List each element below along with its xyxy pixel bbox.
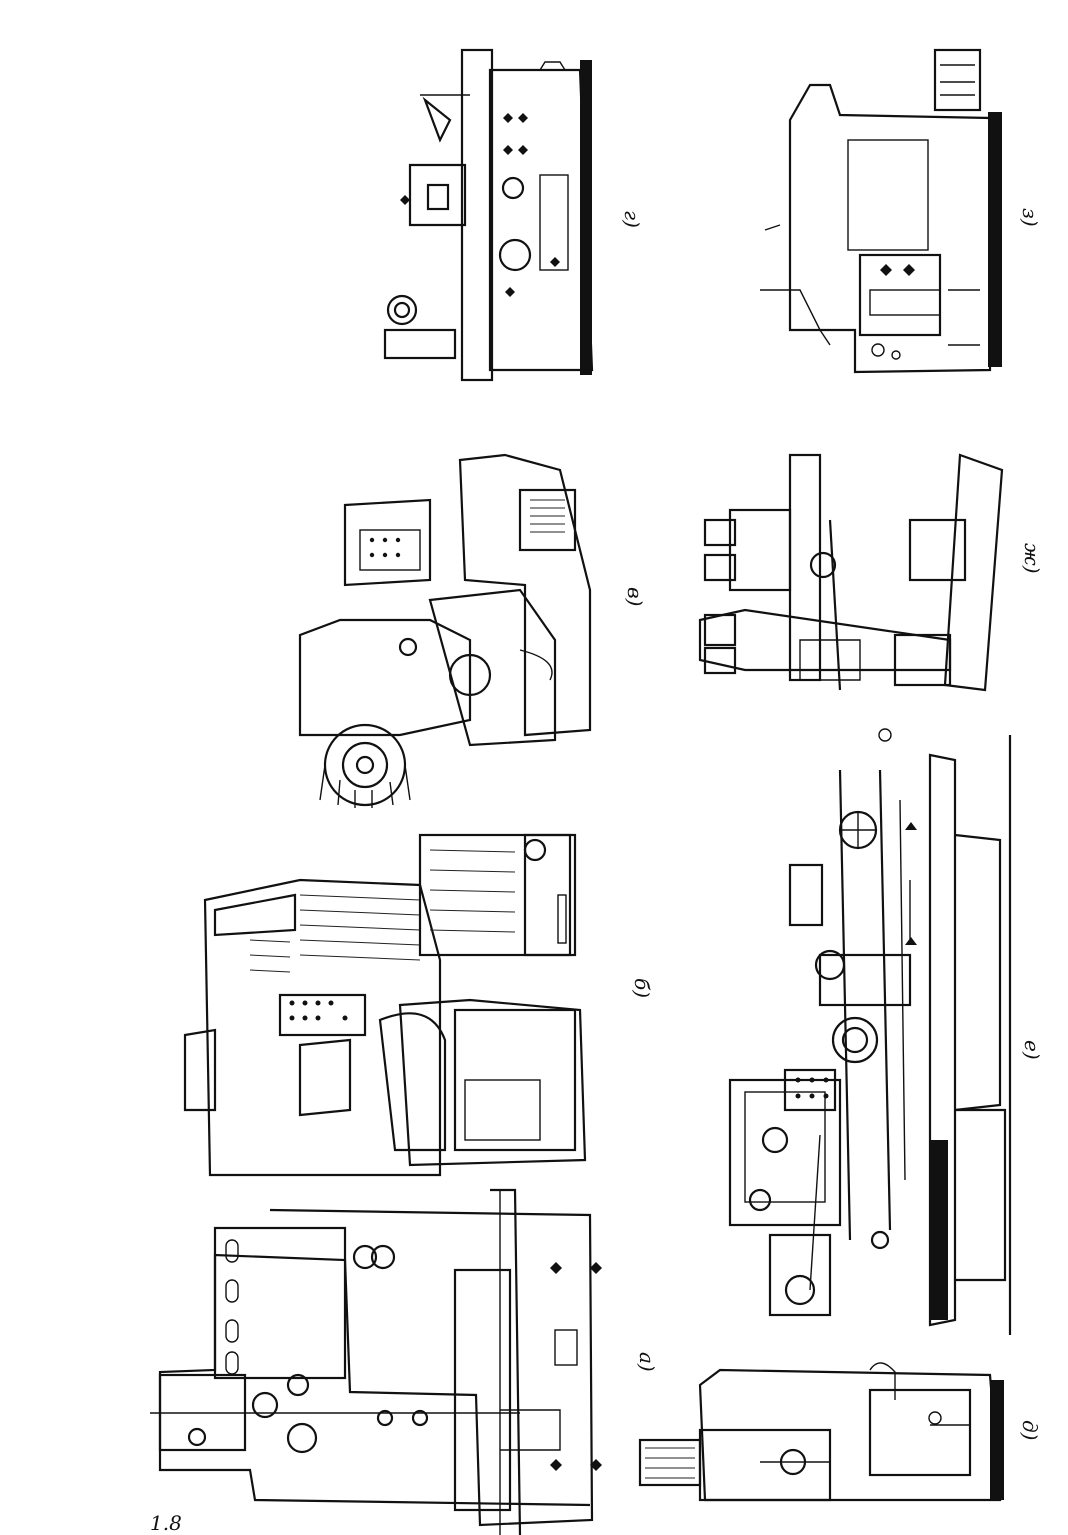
machine-z-drawing	[760, 48, 1002, 374]
headstock-dots	[795, 1077, 829, 1099]
label-z: з)	[1018, 208, 1042, 227]
corner-fragment: 1.8	[150, 1511, 182, 1535]
g-diamonds	[400, 113, 560, 297]
gear-cutter	[319, 723, 411, 808]
slot-marks	[225, 1239, 239, 1375]
label-b: б)	[630, 978, 654, 998]
label-g: г)	[620, 210, 644, 228]
machine-b-drawing	[183, 833, 587, 1177]
label-a: а)	[635, 1352, 659, 1372]
machine-g-drawing	[383, 48, 594, 382]
housing-hatch	[249, 894, 421, 973]
label-e: е)	[1020, 1040, 1044, 1060]
machine-v-drawing	[298, 453, 592, 808]
v-vent	[530, 499, 565, 533]
machine-d-drawing	[638, 1362, 1004, 1502]
cabinet-hatch	[429, 849, 516, 933]
v-panel-dots	[369, 537, 401, 558]
label-zh: ж)	[1020, 543, 1044, 574]
machine-e-drawing	[728, 728, 1012, 1335]
panel-dots	[289, 1000, 348, 1021]
machine-zh-drawing	[698, 453, 1004, 692]
label-d: д)	[1018, 1420, 1042, 1440]
label-v: в)	[623, 587, 647, 606]
machine-a-drawing	[150, 1188, 602, 1535]
motor-fins	[645, 1447, 695, 1479]
